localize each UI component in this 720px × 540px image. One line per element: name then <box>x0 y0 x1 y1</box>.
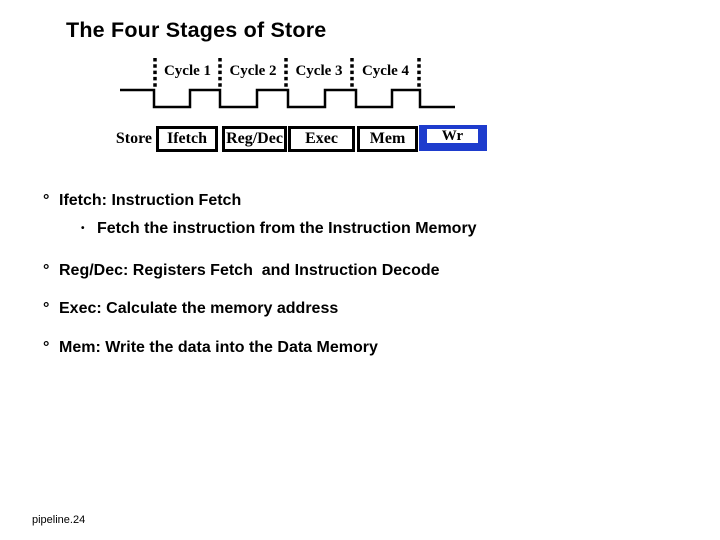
bullet-exec: ° Exec: Calculate the memory address <box>43 300 338 317</box>
bullet-text: Reg/Dec: Registers Fetch and Instruction… <box>59 262 440 279</box>
page-title: The Four Stages of Store <box>66 18 327 42</box>
stage-box-mem: Mem <box>357 126 418 152</box>
cycle-label-3: Cycle 3 <box>295 63 343 79</box>
bullet-marker: ° <box>43 262 50 279</box>
bullet-text: Mem: Write the data into the Data Memory <box>59 339 378 356</box>
stage-box-wr: Wr <box>419 125 487 151</box>
cycle-label-1: Cycle 1 <box>163 63 212 79</box>
bullet-text: Ifetch: Instruction Fetch <box>59 192 242 209</box>
stage-box-regdec: Reg/Dec <box>222 126 287 152</box>
bullet-ifetch: ° Ifetch: Instruction Fetch <box>43 192 241 209</box>
stage-box-wr-label: Wr <box>427 128 478 144</box>
store-row-label: Store <box>115 130 152 147</box>
bullet-text: Exec: Calculate the memory address <box>59 300 339 317</box>
stage-box-exec: Exec <box>288 126 355 152</box>
bullet-mem: ° Mem: Write the data into the Data Memor… <box>43 339 378 356</box>
bullet-marker: ° <box>43 339 50 356</box>
bullet-regdec: ° Reg/Dec: Registers Fetch and Instructio… <box>43 262 440 279</box>
stage-box-ifetch: Ifetch <box>156 126 218 152</box>
footer-page-label: pipeline.24 <box>32 514 86 526</box>
sub-bullet-text: Fetch the instruction from the Instructi… <box>97 220 477 237</box>
cycle-label-4: Cycle 4 <box>361 63 410 79</box>
cycle-label-2: Cycle 2 <box>229 63 277 79</box>
sub-bullet-marker: • <box>81 223 85 234</box>
bullet-marker: ° <box>43 300 50 317</box>
clock-waveform <box>120 88 455 109</box>
sub-bullet-ifetch: • Fetch the instruction from the Instruct… <box>81 220 477 237</box>
bullet-marker: ° <box>43 192 50 209</box>
